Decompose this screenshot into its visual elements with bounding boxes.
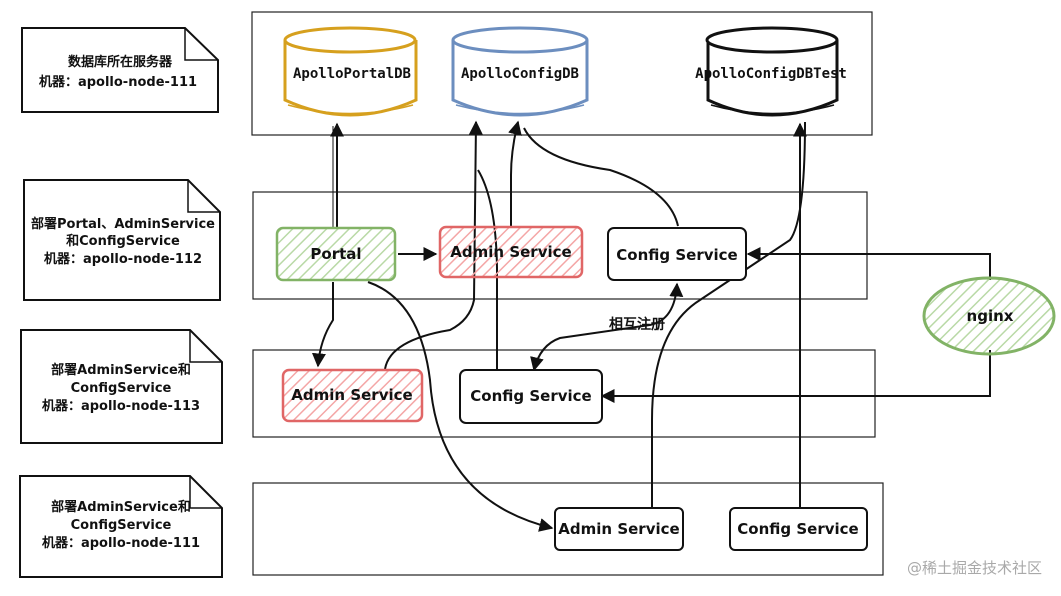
portal-node: Portal xyxy=(275,226,397,282)
db-apollo-config-test-label: ApolloConfigDBTest xyxy=(695,66,847,82)
admin-service-111: Admin Service xyxy=(554,507,684,551)
admin-service-113: Admin Service xyxy=(281,368,424,423)
note-node111-line1: 部署AdminService和 xyxy=(51,499,191,515)
db-server-container xyxy=(251,11,873,136)
arrow-portal-to-admin113 xyxy=(311,282,334,368)
note-db-server-line2: 机器：apollo-node-111 xyxy=(39,74,197,90)
note-node111: 部署AdminService和 ConfigService 机器：apollo-… xyxy=(19,475,223,578)
note-node111-line2: ConfigService xyxy=(71,518,172,533)
config-service-113: Config Service xyxy=(459,369,603,424)
line-config112-to-configdb xyxy=(523,127,679,227)
db-apollo-config-test: ApolloConfigDBTest xyxy=(695,26,847,117)
note-db-server: 数据库所在服务器 机器：apollo-node-111 xyxy=(21,27,219,113)
config-service-111-label: Config Service xyxy=(737,520,858,538)
nginx-label: nginx xyxy=(967,307,1014,325)
arrow-portal-to-admin111 xyxy=(367,281,554,532)
line-admin111-to-testdb xyxy=(651,121,806,508)
note-node111-line3: 机器：apollo-node-111 xyxy=(42,535,200,551)
admin-service-113-label: Admin Service xyxy=(291,386,412,404)
node111-container xyxy=(252,482,884,576)
mutual-register-label: 相互注册 xyxy=(609,316,665,333)
db-apollo-config-label: ApolloConfigDB xyxy=(461,66,579,82)
arrow-nginx-to-config112 xyxy=(746,247,991,280)
config-service-112-label: Config Service xyxy=(616,246,737,264)
db-apollo-config: ApolloConfigDB xyxy=(451,26,589,117)
config-service-113-label: Config Service xyxy=(470,387,591,405)
note-node112: 部署Portal、AdminService 和ConfigService 机器：… xyxy=(23,179,221,301)
note-node113-line1: 部署AdminService和 xyxy=(51,362,191,378)
config-service-112: Config Service xyxy=(607,227,747,281)
arrow-mutual-register xyxy=(530,282,684,372)
arrow-nginx-to-config113 xyxy=(600,350,991,403)
note-db-server-line1: 数据库所在服务器 xyxy=(68,54,173,70)
nginx-node: nginx xyxy=(922,276,1056,356)
db-apollo-portal-label: ApolloPortalDB xyxy=(293,66,411,82)
admin-service-111-label: Admin Service xyxy=(558,520,679,538)
watermark-text: @稀土掘金技术社区 xyxy=(907,559,1042,577)
note-node112-line2: 和ConfigService xyxy=(66,233,180,249)
note-node113-line3: 机器：apollo-node-113 xyxy=(42,398,200,414)
config-service-111: Config Service xyxy=(729,507,868,551)
note-node113-line2: ConfigService xyxy=(71,381,172,396)
admin-service-112: Admin Service xyxy=(438,225,584,279)
db-apollo-portal: ApolloPortalDB xyxy=(283,26,418,117)
note-node112-line1: 部署Portal、AdminService xyxy=(31,216,215,232)
admin-service-112-label: Admin Service xyxy=(450,243,571,261)
note-node112-line3: 机器：apollo-node-112 xyxy=(44,251,202,267)
arrow-admin113-to-configdb xyxy=(384,120,483,370)
arrow-admin112-to-configdb xyxy=(508,120,522,226)
portal-label: Portal xyxy=(310,245,361,263)
note-node113: 部署AdminService和 ConfigService 机器：apollo-… xyxy=(20,329,223,444)
